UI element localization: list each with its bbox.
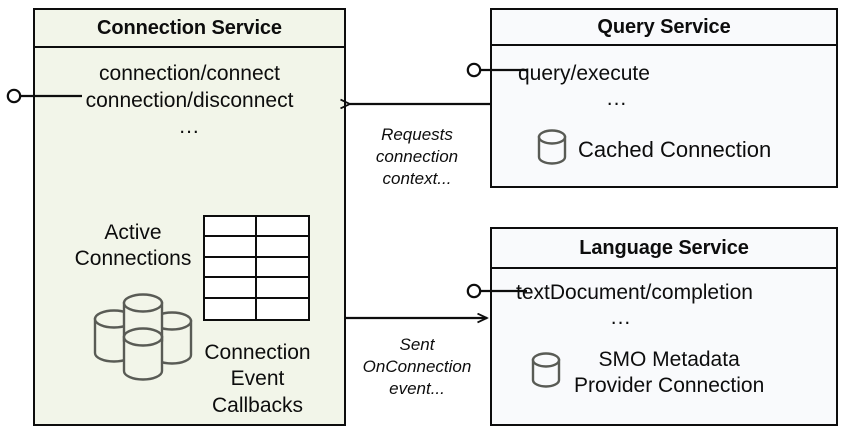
operation-textdocument-completion: textDocument/completion	[516, 281, 753, 304]
database-cluster-icon	[87, 291, 199, 388]
table-cell	[205, 237, 257, 258]
language-service-body: textDocument/completion ... SMO Metadata…	[492, 269, 836, 424]
connection-event-callbacks-label: Connection Event Callbacks	[175, 340, 340, 419]
edge-label-sent-onconnection-event: Sent OnConnection event...	[346, 334, 488, 399]
language-service-operations-ellipsis: ...	[610, 306, 632, 330]
active-connections-label-line2: Connections	[74, 246, 192, 270]
table-cell	[205, 217, 257, 238]
table-cell	[205, 257, 257, 279]
smo-label-line1: SMO Metadata	[598, 348, 740, 371]
smo-label-line2: Provider Connection	[574, 373, 765, 397]
table-cell	[256, 217, 308, 238]
database-cylinder-icon	[536, 126, 568, 173]
callbacks-label-line3: Callbacks	[211, 393, 304, 417]
edge-label-line1: Requests	[381, 125, 453, 144]
cached-connection-row: Cached Connection	[536, 126, 771, 173]
table-cell	[256, 278, 308, 299]
query-service-title: Query Service	[492, 10, 836, 46]
table-cell	[256, 298, 308, 319]
database-cylinder-icon	[530, 349, 562, 396]
connection-service-operations-ellipsis: ...	[179, 114, 200, 138]
component-language-service: Language Service textDocument/completion…	[490, 227, 838, 426]
language-service-operations: textDocument/completion ...	[492, 279, 836, 330]
edge-label-line3: context...	[382, 168, 452, 188]
edge-label-line2: OnConnection	[362, 356, 472, 376]
callbacks-label-line1: Connection	[204, 341, 311, 364]
active-connections-label-line1: Active	[104, 221, 162, 244]
table-cell	[205, 278, 257, 299]
edge-label-line2: connection	[375, 146, 459, 166]
edge-label-line1: Sent	[399, 335, 435, 354]
query-service-operations: query/execute ...	[492, 60, 836, 111]
callbacks-label-line2: Event	[230, 367, 285, 391]
operation-query-execute: query/execute	[518, 62, 650, 85]
smo-metadata-provider-connection-row: SMO Metadata Provider Connection	[530, 347, 764, 398]
connection-service-operations: connection/connect connection/disconnect…	[35, 60, 344, 139]
language-service-title: Language Service	[492, 229, 836, 269]
table-cell	[256, 237, 308, 258]
smo-metadata-provider-connection-label: SMO Metadata Provider Connection	[574, 347, 764, 398]
component-connection-service: Connection Service connection/connect co…	[33, 8, 346, 426]
active-connections-label: Active Connections	[49, 220, 217, 271]
edge-label-line3: event...	[389, 378, 445, 398]
operation-connection-disconnect: connection/disconnect	[85, 89, 294, 113]
table-cell	[205, 298, 257, 319]
table-cell	[256, 257, 308, 279]
component-query-service: Query Service query/execute ... Cached C…	[490, 8, 838, 188]
connection-event-callbacks-table	[203, 215, 310, 321]
connection-service-title: Connection Service	[35, 10, 344, 48]
cached-connection-label: Cached Connection	[578, 136, 772, 162]
edge-label-requests-connection-context: Requests connection context...	[352, 124, 482, 189]
operation-connection-connect: connection/connect	[99, 62, 280, 85]
query-service-operations-ellipsis: ...	[606, 87, 628, 111]
connection-service-body: connection/connect connection/disconnect…	[35, 48, 344, 424]
query-service-body: query/execute ... Cached Connection	[492, 46, 836, 186]
